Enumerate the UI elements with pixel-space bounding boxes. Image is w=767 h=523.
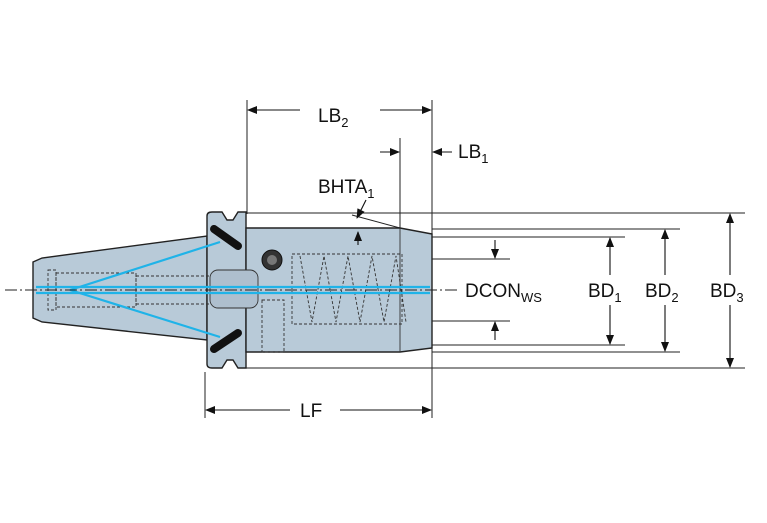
extension-lines [204, 100, 745, 418]
drive-keys [210, 225, 242, 353]
label-lb1: LB1 [458, 142, 488, 166]
dimension-lines [205, 106, 734, 414]
label-lb2: LB2 [318, 106, 348, 130]
label-dcon-ws: DCONWS [465, 281, 542, 305]
label-bd3: BD3 [710, 281, 744, 305]
label-bd2: BD2 [645, 281, 679, 305]
coolant-channels [36, 240, 430, 339]
label-bd1: BD1 [588, 281, 622, 305]
tool-holder-body [32, 211, 433, 369]
label-bhta1: BHTA1 [318, 177, 375, 201]
label-lf: LF [300, 401, 322, 422]
